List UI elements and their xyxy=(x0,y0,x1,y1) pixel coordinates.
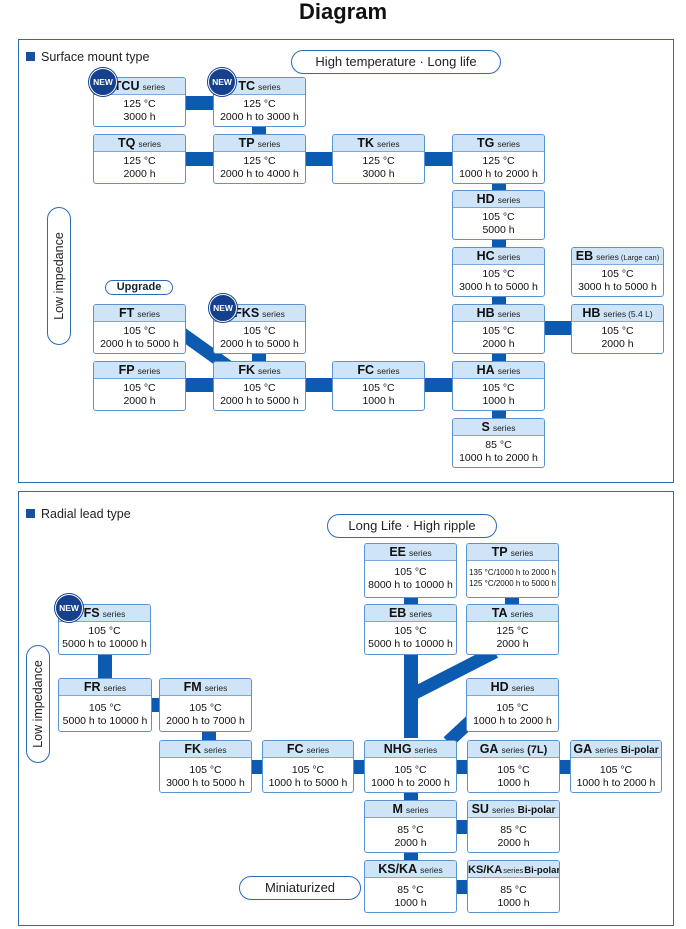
connector xyxy=(457,820,467,834)
connector xyxy=(354,760,364,774)
connector xyxy=(202,732,216,740)
long-life-label: Long Life · High ripple xyxy=(327,514,497,538)
surface-mount-section-label: Surface mount type xyxy=(26,50,149,64)
high-temperature-label: High temperature · Long life xyxy=(291,50,501,74)
connector xyxy=(492,183,506,190)
connector xyxy=(424,152,452,166)
connector xyxy=(492,354,506,361)
surface-mount-panel xyxy=(18,39,674,483)
connector xyxy=(98,655,112,678)
connector xyxy=(252,127,266,134)
connector xyxy=(152,698,160,712)
connector xyxy=(505,598,519,604)
connector xyxy=(186,152,213,166)
square-bullet-icon xyxy=(26,52,35,61)
connector xyxy=(252,760,262,774)
connector xyxy=(252,353,266,361)
upgrade-label: Upgrade xyxy=(105,280,173,295)
radial-lead-panel xyxy=(18,491,674,926)
connector xyxy=(492,411,506,418)
connector xyxy=(404,793,418,800)
square-bullet-icon xyxy=(26,509,35,518)
new-badge: NEW xyxy=(208,68,236,96)
connector xyxy=(457,760,467,774)
radial-section-label: Radial lead type xyxy=(26,507,131,521)
connector xyxy=(186,378,214,392)
low-impedance-label: Low impedance xyxy=(47,207,71,345)
connector xyxy=(404,853,418,860)
connector xyxy=(492,297,506,304)
connector xyxy=(492,240,506,247)
new-badge: NEW xyxy=(55,594,83,622)
connector xyxy=(424,378,452,392)
connector xyxy=(305,378,333,392)
new-badge: NEW xyxy=(89,68,117,96)
new-badge: NEW xyxy=(209,294,237,322)
connector xyxy=(544,321,571,335)
connector xyxy=(305,152,332,166)
miniaturized-label: Miniaturized xyxy=(239,876,361,900)
connector xyxy=(186,96,213,110)
page-title: Diagram xyxy=(298,0,388,24)
low-impedance-label: Low impedance xyxy=(26,645,50,763)
connector xyxy=(560,760,570,774)
connector xyxy=(404,598,418,604)
connector xyxy=(457,880,467,894)
connector xyxy=(404,655,418,738)
